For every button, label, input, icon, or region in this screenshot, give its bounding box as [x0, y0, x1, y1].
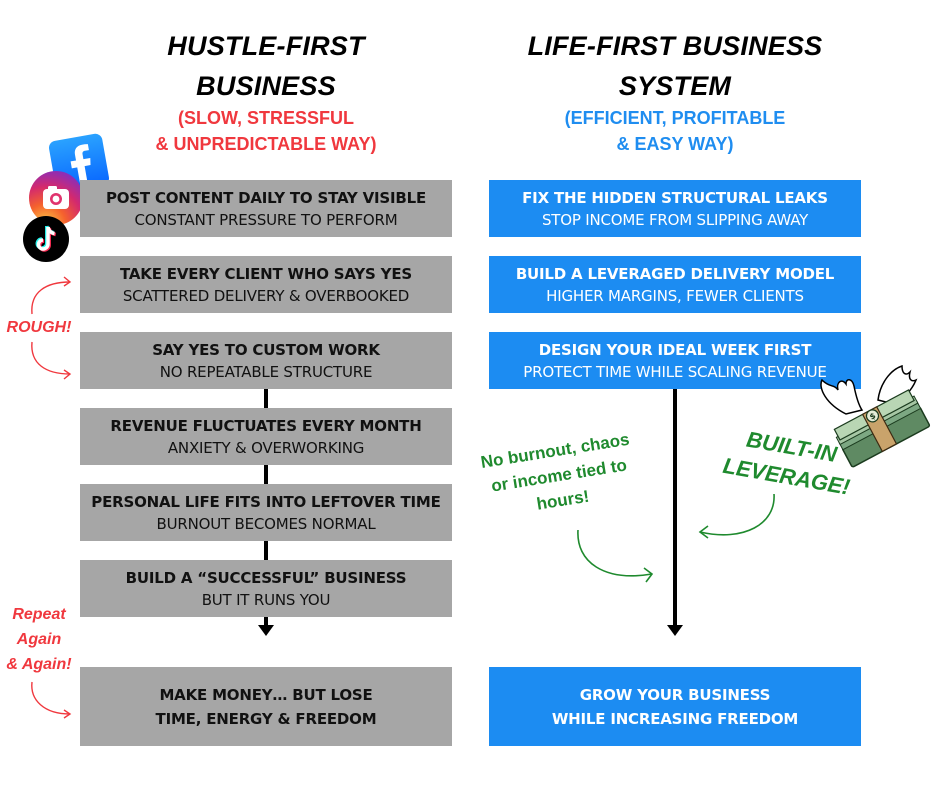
- step-detail: CONSTANT PRESSURE TO PERFORM: [134, 210, 398, 229]
- repeat-line1: Repeat: [12, 606, 66, 623]
- left-step-2: TAKE EVERY CLIENT WHO SAYS YES SCATTERED…: [80, 256, 452, 313]
- left-step-6: BUILD A “SUCCESSFUL” BUSINESS BUT IT RUN…: [80, 560, 452, 617]
- right-arrowhead-icon: [666, 624, 684, 636]
- step-detail: ANXIETY & OVERWORKING: [167, 438, 365, 457]
- left-arrowhead-icon: [257, 624, 275, 636]
- step-detail: SCATTERED DELIVERY & OVERBOOKED: [122, 286, 410, 305]
- left-title: HUSTLE-FIRST BUSINESS: [80, 26, 452, 106]
- step-detail: HIGHER MARGINS, FEWER CLIENTS: [546, 286, 804, 305]
- rough-curved-arrows-icon: [26, 276, 76, 380]
- instagram-icon: [28, 170, 84, 226]
- step-heading: POST CONTENT DAILY TO STAY VISIBLE: [105, 188, 427, 207]
- left-step-5: PERSONAL LIFE FITS INTO LEFTOVER TIME BU…: [80, 484, 452, 541]
- step-heading: FIX THE HIDDEN STRUCTURAL LEAKS: [522, 188, 828, 207]
- outcome-line2: WHILE INCREASING FREEDOM: [551, 709, 799, 728]
- right-subtitle-line1: (EFFICIENT, PROFITABLE: [564, 108, 786, 128]
- step-heading: BUILD A “SUCCESSFUL” BUSINESS: [125, 568, 407, 587]
- step-heading: BUILD A LEVERAGED DELIVERY MODEL: [515, 264, 835, 283]
- left-step-1: POST CONTENT DAILY TO STAY VISIBLE CONST…: [80, 180, 452, 237]
- right-title: LIFE-FIRST BUSINESS SYSTEM: [470, 26, 880, 106]
- left-title-line2: BUSINESS: [196, 71, 336, 101]
- right-step-3: DESIGN YOUR IDEAL WEEK FIRST PROTECT TIM…: [489, 332, 861, 389]
- left-connector-6-outcome: [264, 617, 268, 627]
- right-title-line2: SYSTEM: [618, 71, 732, 101]
- repeat-annotation: Repeat Again & Again!: [0, 602, 78, 677]
- step-detail: NO REPEATABLE STRUCTURE: [159, 362, 373, 381]
- repeat-line3: & Again!: [6, 656, 72, 673]
- left-subtitle: (SLOW, STRESSFUL & UNPREDICTABLE WAY): [80, 105, 452, 157]
- left-subtitle-line2: & UNPREDICTABLE WAY): [155, 134, 377, 154]
- left-outcome: MAKE MONEY… BUT LOSE TIME, ENERGY & FREE…: [80, 667, 452, 746]
- left-connector-3-4: [264, 389, 268, 408]
- tiktok-icon: [22, 215, 70, 263]
- step-detail: STOP INCOME FROM SLIPPING AWAY: [541, 210, 809, 229]
- leverage-curved-arrow-icon: [694, 492, 778, 542]
- outcome-line1: MAKE MONEY… BUT LOSE: [159, 685, 373, 704]
- right-connector: [673, 389, 677, 627]
- outcome-line1: GROW YOUR BUSINESS: [579, 685, 771, 704]
- svg-text:$: $: [868, 411, 878, 422]
- step-heading: PERSONAL LIFE FITS INTO LEFTOVER TIME: [91, 492, 441, 511]
- flying-money-icon: $: [816, 364, 936, 474]
- left-connector-4-5: [264, 465, 268, 484]
- step-heading: DESIGN YOUR IDEAL WEEK FIRST: [538, 340, 812, 359]
- outcome-line2: TIME, ENERGY & FREEDOM: [155, 709, 377, 728]
- right-outcome: GROW YOUR BUSINESS WHILE INCREASING FREE…: [489, 667, 861, 746]
- repeat-line2: Again: [16, 631, 62, 648]
- left-step-4: REVENUE FLUCTUATES EVERY MONTH ANXIETY &…: [80, 408, 452, 465]
- step-detail: BUT IT RUNS YOU: [201, 590, 331, 609]
- repeat-curved-arrow-icon: [28, 680, 74, 720]
- left-connector-5-6: [264, 541, 268, 560]
- left-subtitle-line1: (SLOW, STRESSFUL: [177, 108, 354, 128]
- no-burnout-curved-arrow-icon: [574, 528, 658, 588]
- right-step-1: FIX THE HIDDEN STRUCTURAL LEAKS STOP INC…: [489, 180, 861, 237]
- right-subtitle: (EFFICIENT, PROFITABLE & EASY WAY): [489, 105, 861, 157]
- rough-annotation: ROUGH!: [6, 319, 72, 336]
- left-title-line1: HUSTLE-FIRST: [167, 31, 365, 61]
- no-burnout-annotation: No burnout, chaos or income tied to hour…: [469, 425, 649, 526]
- step-heading: TAKE EVERY CLIENT WHO SAYS YES: [120, 264, 412, 283]
- step-detail: PROTECT TIME WHILE SCALING REVENUE: [523, 362, 827, 381]
- left-step-3: SAY YES TO CUSTOM WORK NO REPEATABLE STR…: [80, 332, 452, 389]
- right-step-2: BUILD A LEVERAGED DELIVERY MODEL HIGHER …: [489, 256, 861, 313]
- right-subtitle-line2: & EASY WAY): [616, 134, 734, 154]
- step-heading: REVENUE FLUCTUATES EVERY MONTH: [110, 416, 422, 435]
- step-detail: BURNOUT BECOMES NORMAL: [156, 514, 376, 533]
- right-title-line1: LIFE-FIRST BUSINESS: [527, 31, 823, 61]
- step-heading: SAY YES TO CUSTOM WORK: [152, 340, 380, 359]
